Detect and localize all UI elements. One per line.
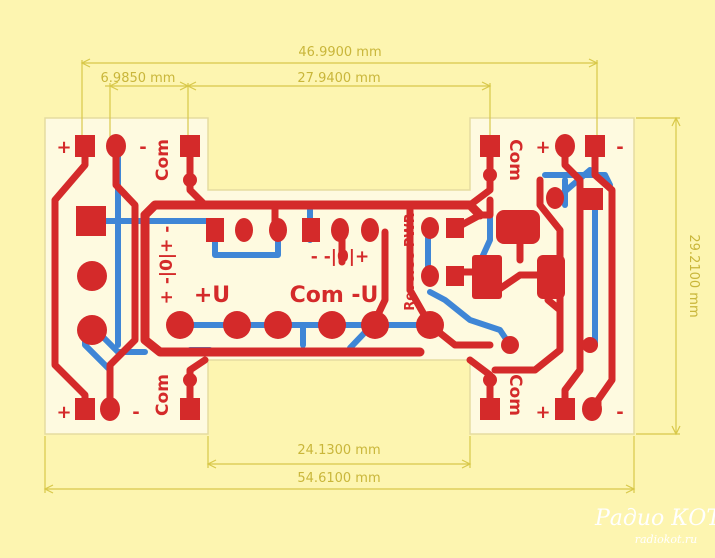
dimension-29210-label: 29.2100 mm <box>686 234 701 317</box>
label-com: Com <box>153 374 173 416</box>
dimension-24130: 24.1300 mm <box>206 436 472 469</box>
pad-square <box>480 135 500 157</box>
pad-square <box>480 398 500 420</box>
label-minus: - <box>139 137 146 158</box>
label-plus: + <box>56 402 71 423</box>
label-minus: - <box>132 402 139 423</box>
label-switch-right: - -|0|+ <box>311 247 370 267</box>
pad-square <box>75 398 95 420</box>
pad-square-large <box>76 206 106 236</box>
label-switch-left: + -|0|+ - <box>157 226 177 305</box>
dimension-24130-label: 24.1300 mm <box>297 443 380 458</box>
label-plus: + <box>535 402 550 423</box>
label-minus: - <box>616 137 623 158</box>
pad-square <box>180 398 200 420</box>
label-plus: + <box>56 137 71 158</box>
dimension-46990-label: 46.9900 mm <box>298 45 381 60</box>
radiokot-site: radiokot.ru <box>635 533 698 546</box>
label-plus-u: +U <box>194 283 230 308</box>
dimension-54610-label: 54.6100 mm <box>297 471 380 486</box>
label-reverse-pwr: Reverse PWR <box>403 213 418 311</box>
dimension-29210: 29.2100 mm <box>636 116 701 436</box>
pad-round <box>582 397 602 421</box>
dimension-6985-label: 6.9850 mm <box>101 71 176 86</box>
pad-square <box>555 398 575 420</box>
label-plus: + <box>535 137 550 158</box>
pad-round <box>100 397 120 421</box>
pad-round <box>106 134 126 158</box>
pad-square <box>180 135 200 157</box>
watermark: Радио КОТ radiokot.ru <box>594 506 715 546</box>
pad-round <box>555 134 575 158</box>
label-com: Com <box>153 139 173 181</box>
label-minus: - <box>616 402 623 423</box>
pad-square <box>585 135 605 157</box>
label-com-minus-u: Com -U <box>290 283 379 308</box>
pads <box>75 134 605 421</box>
silkscreen: + - + - + - + - Com Com Com Com + -|0|+ … <box>56 137 623 423</box>
pad-square <box>75 135 95 157</box>
label-com: Com <box>505 139 525 181</box>
radiokot-logo: Радио КОТ <box>594 506 715 531</box>
dimension-27940: 27.9400 mm <box>186 71 492 142</box>
label-com: Com <box>505 374 525 416</box>
dimension-46990: 46.9900 mm <box>80 45 599 142</box>
dimension-54610: 54.6100 mm <box>43 436 636 494</box>
dimension-27940-label: 27.9400 mm <box>297 71 380 86</box>
